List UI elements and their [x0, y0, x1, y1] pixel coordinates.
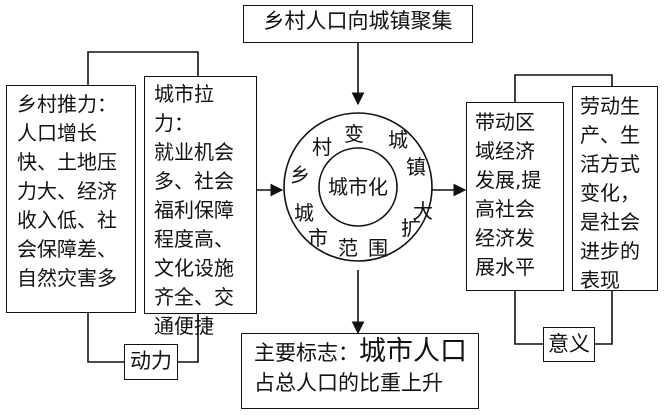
meaning-label: 意义: [548, 332, 590, 356]
bracket-top-right: [514, 74, 613, 102]
ring-char-4: 扩: [401, 216, 421, 240]
social-progress-text: 劳动生 产、生 活方式 变化， 是社会 进步的 表现: [580, 94, 640, 292]
top-box: 乡村人口向城镇聚集: [243, 5, 473, 43]
center-label: 城市化: [328, 175, 388, 199]
outer-ring: [283, 112, 433, 262]
ring-char-1: 变: [344, 122, 364, 146]
main-sign-line1: 主要标志：城市人口: [254, 337, 478, 368]
ring-char-6: 围: [368, 236, 388, 260]
drive-label-box: 动力: [124, 344, 178, 380]
ring-char-2: 城: [388, 128, 408, 152]
ring-char-5: 大: [413, 199, 433, 223]
top-box-text: 乡村人口向城镇聚集: [263, 9, 453, 33]
ring-char-9: 城: [294, 201, 314, 225]
bracket-top-left: [87, 51, 199, 85]
bracket-bottom-left-2: [178, 314, 199, 363]
rural-push-box: 乡村推力： 人口增长 快、土地压 力大、经济 收入低、社 会保障差、 自然灾害多: [6, 85, 136, 313]
urban-pull-box: 城市拉力： 就业机会 多、社会 福利保障 程度高、 文化设施 齐全、交 通便捷: [144, 76, 257, 338]
bracket-bottom-right: [514, 291, 543, 345]
drive-label: 动力: [130, 349, 172, 373]
rural-push-text: 乡村推力： 人口增长 快、土地压 力大、经济 收入低、社 会保障差、 自然灾害多: [17, 92, 117, 290]
ring-char-8: 市: [308, 226, 328, 250]
ring-char-7: 范: [338, 236, 358, 260]
bracket-bottom-left: [87, 311, 124, 363]
ring-char-11: 村: [312, 135, 332, 159]
main-sign-prefix: 主要标志：: [254, 341, 359, 365]
main-sign-emphasis: 城市人口: [359, 336, 467, 367]
regional-effect-box: 带动区 域经济 发展,提 高社会 经济发 展水平: [466, 102, 564, 291]
urban-pull-text: 城市拉力： 就业机会 多、社会 福利保障 程度高、 文化设施 齐全、交 通便捷: [154, 82, 234, 338]
main-sign-box: 主要标志：城市人口 占总人口的比重上升: [241, 333, 479, 409]
regional-effect-text: 带动区 域经济 发展,提 高社会 经济发 展水平: [475, 110, 542, 279]
ring-char-3: 镇: [406, 155, 426, 179]
inner-circle: [318, 147, 398, 227]
bracket-bottom-right-2: [595, 291, 613, 345]
social-progress-box: 劳动生 产、生 活方式 变化， 是社会 进步的 表现: [572, 86, 658, 292]
ring-char-10: 乡: [290, 163, 310, 187]
main-sign-line2: 占总人口的比重上升: [254, 371, 443, 395]
meaning-label-box: 意义: [543, 327, 595, 362]
